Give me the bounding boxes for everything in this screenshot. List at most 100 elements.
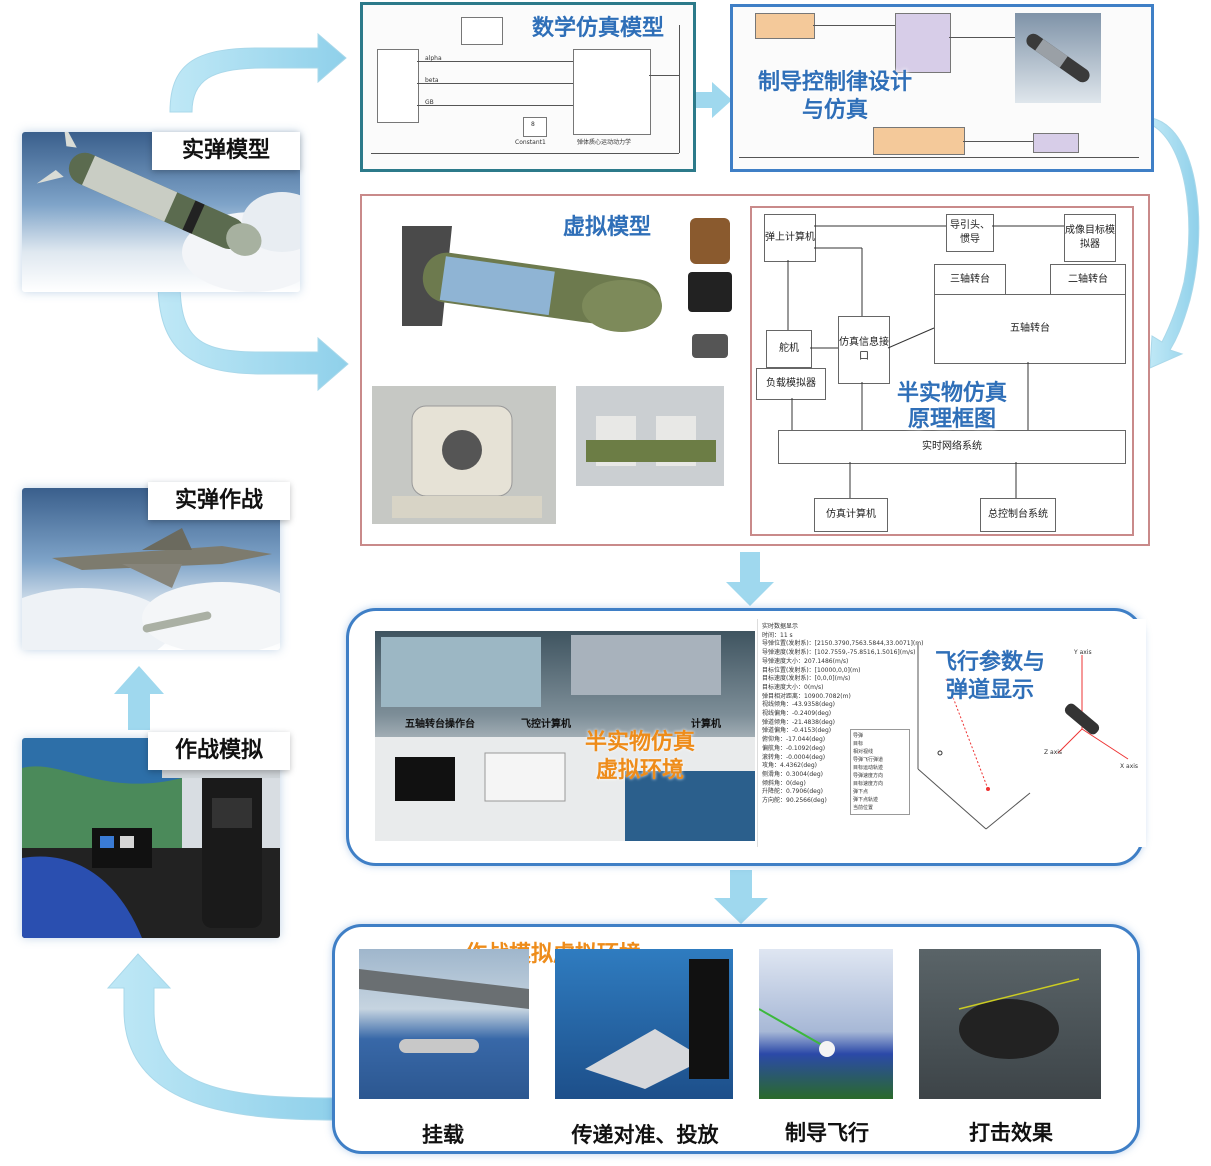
label-strike-effect: 打击效果 — [969, 1121, 1053, 1145]
sim-computer-box: 仿真计算机 — [814, 498, 888, 532]
data-header: 实时数据显示 — [762, 623, 799, 630]
label-dynamics: 弹体质心运动动力学 — [577, 139, 632, 146]
live-combat-label: 实弹作战 — [148, 482, 290, 520]
label-alignment-release: 传递对准、投放 — [571, 1123, 719, 1147]
wire-2 — [417, 83, 573, 84]
block-guidance-law2 — [873, 127, 965, 155]
actuator-box: 舵机 — [766, 330, 812, 368]
trajectory-plot — [917, 643, 1031, 830]
data-line: 升降舵：0.7906(deg) — [762, 788, 823, 796]
legend-item: 目标运动轨迹 — [853, 765, 884, 771]
master-console-box: 总控制台系统 — [980, 498, 1056, 532]
principle-block-diagram: 弹上计算机 导引头、惯导 成像目标模拟器 三轴转台 二轴转台 五轴转台 舵机 仿… — [750, 206, 1134, 536]
legend-item: 目标速度方向 — [853, 781, 884, 787]
data-line: 倾斜角：0(deg) — [762, 779, 806, 787]
combat-simulation-photo — [22, 738, 280, 938]
part-icon-2 — [688, 272, 732, 312]
combat-environment-panel: 作战模拟虚拟环境 挂载 传递对准、投放 制导飞行 打击效果 — [332, 924, 1140, 1154]
block-constant — [523, 117, 547, 137]
diagram-title-line1: 半实物仿真 — [896, 381, 1007, 406]
realtime-network-box: 实时网络系统 — [778, 430, 1126, 464]
arrow-bottom-to-combat-sim — [106, 953, 337, 1121]
mounting-render — [359, 949, 529, 1099]
label-mounting: 挂载 — [422, 1123, 464, 1147]
block-guidance-law — [895, 13, 951, 73]
block-aero — [573, 49, 651, 135]
legend-item: 导弹飞行弹道 — [853, 757, 884, 763]
legend-item: 相对视线 — [853, 749, 874, 755]
data-line: 导弹位置(发射系)：[2150.3790,7563.5844,33.0071](… — [762, 640, 924, 648]
label-constant-value: 8 — [531, 121, 535, 128]
guidance-title-line1: 制导控制律设计 — [757, 70, 912, 95]
diagram-title-line2: 原理框图 — [907, 407, 996, 432]
data-line: 导弹速度大小：207.1486(m/s) — [762, 657, 849, 665]
three-axis-box: 三轴转台 — [934, 264, 1006, 296]
arrow-to-virtual-model — [157, 281, 349, 392]
virtual-missile-render — [382, 216, 672, 346]
legend-item: 弹下点 — [853, 789, 869, 795]
data-line: 目标速度(发射系)：[0,0,0](m/s) — [762, 675, 851, 683]
data-line: 偏航角：-0.1092(deg) — [762, 744, 826, 752]
g-wire-2 — [949, 37, 1015, 38]
console-label-1: 五轴转台操作台 — [405, 719, 475, 730]
label-constant: Constant1 — [515, 139, 546, 146]
block-input — [377, 49, 419, 123]
env-title-line1: 半实物仿真 — [584, 730, 695, 755]
block-output — [1033, 133, 1079, 153]
wire-6 — [371, 153, 679, 154]
arrow-middle-to-semi — [726, 552, 774, 606]
data-line: 目标位置(发射系)：[10000,0,0](m) — [762, 666, 861, 674]
guidance-title-line2: 与仿真 — [801, 98, 868, 123]
missile-illustration — [36, 132, 300, 292]
label-gb: GB — [425, 99, 434, 106]
data-line: 弹道偏角：-0.4153(deg) — [762, 727, 832, 735]
console-label-3: 计算机 — [691, 719, 721, 730]
g-wire-3 — [963, 141, 1033, 142]
alignment-release-render — [555, 949, 733, 1099]
legend-item: 当前位置 — [853, 805, 874, 811]
two-axis-box: 二轴转台 — [1050, 264, 1126, 296]
data-line: 弹目相对距离：10900.7082(m) — [762, 692, 851, 700]
legend-item: 目标 — [853, 741, 864, 747]
z-axis-label: Z axis — [1044, 749, 1063, 756]
console-label-2: 飞控计算机 — [521, 719, 571, 730]
arrow-semi-to-bottom — [714, 870, 768, 924]
trajectory-legend: 导弹目标相对视线导弹飞行弹道目标运动轨迹导弹速度方向目标速度方向弹下点弹下点轨迹… — [850, 729, 910, 815]
missile-render — [1015, 13, 1101, 103]
block-seeker — [755, 13, 815, 39]
label-guided-flight: 制导飞行 — [785, 1121, 869, 1145]
five-axis-box: 五轴转台 — [934, 294, 1126, 364]
data-line: 导弹速度(发射系)：[102.7559,-75.8516,1.5016](m/s… — [762, 649, 916, 657]
label-beta: beta — [425, 77, 439, 84]
three-axis-turntable-render — [372, 386, 556, 524]
data-line: 滚转角：-0.0004(deg) — [762, 753, 826, 761]
live-missile-model-label: 实弹模型 — [152, 132, 300, 170]
legend-item: 导弹 — [853, 733, 864, 739]
fighter-jet-illustration — [22, 528, 280, 650]
attitude-axes-plot — [1057, 655, 1129, 760]
wire-4 — [649, 75, 679, 76]
imaging-target-box: 成像目标模拟器 — [1064, 214, 1116, 262]
wire-1 — [417, 61, 573, 62]
g-wire-1 — [813, 25, 895, 26]
two-axis-turntable-render — [576, 386, 724, 524]
virtual-model-title: 虚拟模型 — [562, 215, 651, 240]
data-line: 目标速度大小：0(m/s) — [762, 683, 824, 691]
load-simulator-box: 负载模拟器 — [756, 368, 826, 400]
data-line: 俯仰角：-17.044(deg) — [762, 736, 826, 744]
wire-3 — [417, 105, 573, 106]
x-axis-label: X axis — [1120, 763, 1139, 770]
data-line: 侧滑角：0.3004(deg) — [762, 770, 823, 778]
g-wire-4 — [739, 157, 1139, 158]
y-axis-label: Y axis — [1074, 649, 1092, 656]
wire-5 — [679, 25, 680, 153]
arrow-guidance-to-middle — [1149, 117, 1200, 369]
arrow-combat-sim-to-live — [114, 666, 164, 730]
data-line: 视线偏角：-0.2409(deg) — [762, 710, 832, 718]
env-title-line2: 虚拟环境 — [595, 758, 684, 783]
data-line: 攻角：4.4362(deg) — [762, 762, 817, 770]
combat-simulation-label: 作战模拟 — [148, 732, 290, 770]
